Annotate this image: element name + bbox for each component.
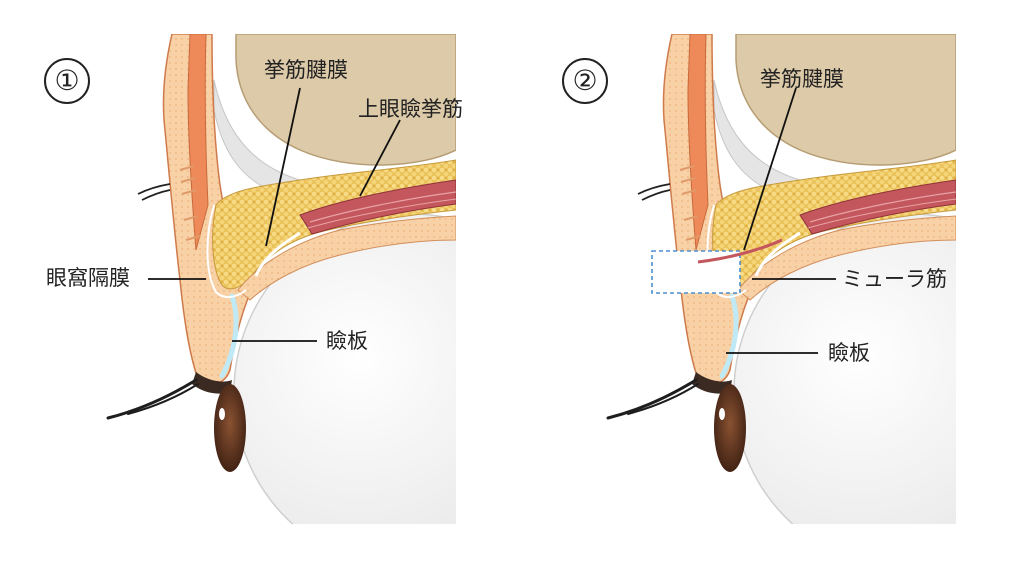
label-levator-aponeurosis-1: 挙筋腱膜 [264, 58, 348, 82]
leader-aponeurosis-1 [265, 87, 301, 247]
leader-levator-1 [359, 119, 401, 197]
label-tarsus-1: 瞼板 [326, 329, 368, 353]
panel-number-2: ② [562, 58, 608, 104]
label-tarsus-2: 瞼板 [828, 341, 870, 365]
panel-number-1: ① [44, 58, 90, 104]
label-muller-muscle-2: ミューラ筋 [842, 267, 947, 291]
label-levator-muscle-1: 上眼瞼挙筋 [358, 97, 463, 121]
label-orbital-septum-1: 眼窩隔膜 [46, 266, 130, 290]
label-levator-aponeurosis-2: 挙筋腱膜 [760, 67, 844, 91]
leader-aponeurosis-2 [743, 87, 797, 251]
